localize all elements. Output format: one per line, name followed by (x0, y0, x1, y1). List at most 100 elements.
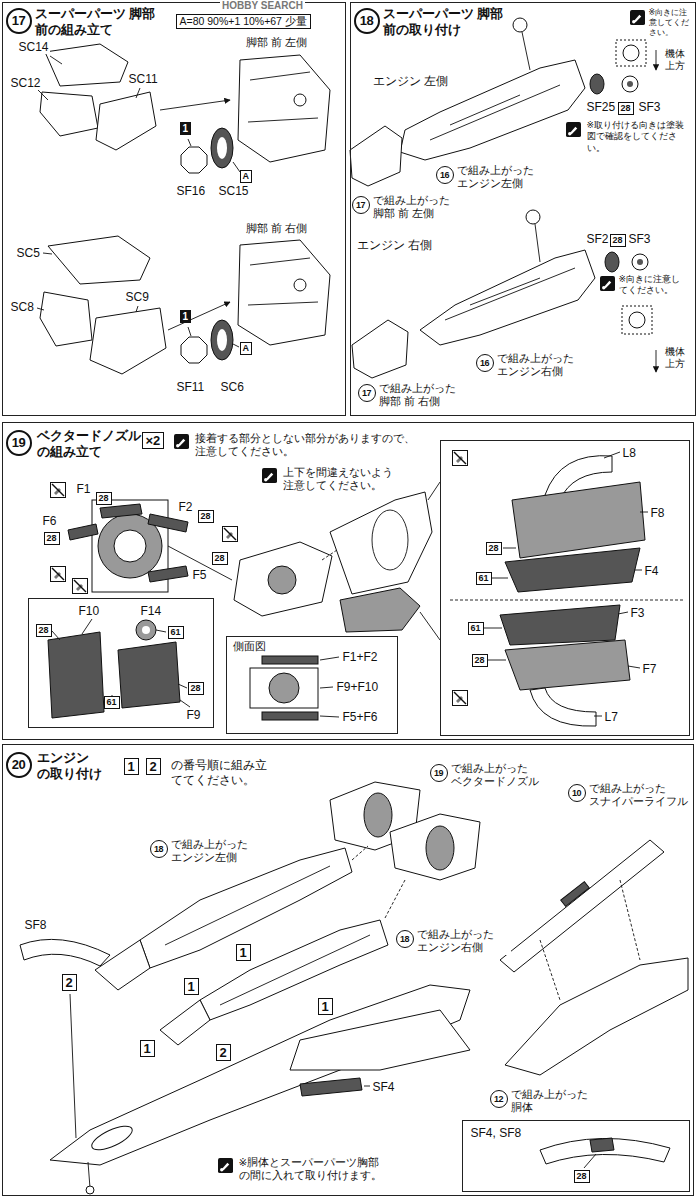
leg-front-left-parts (238, 55, 330, 162)
vectored-nozzle-parts (250, 668, 318, 708)
vectored-nozzle-parts (136, 620, 156, 640)
engine-mounting (352, 846, 405, 918)
leg-front-left-parts (96, 92, 156, 150)
note-text: 脚部 前 左側 (245, 36, 340, 50)
engine-right-assembly (352, 320, 408, 378)
engine-right-assembly (526, 210, 540, 224)
leg-front-left-parts (160, 100, 230, 110)
vectored-nozzle-parts (223, 527, 238, 542)
part-label: SF25 (586, 100, 617, 114)
order-number: 1 (318, 998, 333, 1015)
color-number: 61 (168, 626, 184, 639)
color-number: A (240, 170, 253, 183)
engine-mounting (505, 958, 688, 1075)
part-label: F5+F6 (342, 710, 379, 724)
color-number: 28 (574, 1170, 590, 1183)
leg-front-right-parts (37, 236, 330, 374)
engine-mounting (200, 920, 388, 1020)
leg-front-left-parts (217, 137, 227, 159)
leg-front-left-parts (45, 44, 128, 86)
color-number: 28 (472, 654, 488, 667)
engine-mounting (584, 1154, 596, 1168)
step-reference: 17 (358, 384, 376, 402)
part-label: F7 (642, 662, 658, 676)
step-number: 19 (6, 430, 32, 456)
color-number: 28 (618, 102, 634, 115)
leg-front-right-parts (48, 236, 150, 284)
part-label: SC14 (18, 40, 50, 54)
watermark: HOBBY SEARCH (220, 0, 305, 12)
part-label: SF3 (638, 100, 662, 114)
vectored-nozzle-parts (268, 566, 296, 594)
engine-left-assembly (630, 10, 645, 25)
leg-front-right-parts (238, 240, 330, 345)
vectored-nozzle-parts (505, 640, 630, 690)
leg-front-right-parts (90, 308, 166, 374)
engine-mounting (300, 1078, 362, 1096)
part-label: SC5 (16, 246, 41, 260)
note-text: で組み上がった ベクタードノズル (450, 762, 562, 790)
vectored-nozzle-parts (500, 605, 620, 645)
leg-front-right-parts (181, 337, 207, 363)
vectored-nozzle-parts (505, 548, 640, 592)
order-number: 1 (124, 758, 139, 775)
vectored-nozzle-parts (453, 691, 468, 706)
engine-mounting (165, 866, 330, 945)
vectored-nozzle-parts (372, 510, 408, 570)
engine-left-assembly (522, 32, 530, 70)
order-number: 2 (62, 974, 77, 991)
leg-front-left-parts (211, 128, 233, 168)
part-label: SC9 (125, 290, 150, 304)
engine-left-assembly (622, 76, 638, 92)
engine-mounting (590, 1138, 614, 1152)
leg-front-right-parts (248, 258, 318, 305)
leg-front-right-parts (40, 292, 92, 346)
engine-mounting (160, 1000, 210, 1045)
step-reference: 16 (476, 354, 494, 372)
step-reference: 10 (568, 784, 586, 802)
leg-front-left-parts (294, 94, 306, 106)
color-number: 28 (610, 234, 626, 247)
leg-front-right-parts (188, 327, 239, 347)
vectored-nozzle-parts (148, 514, 188, 532)
leg-front-left-parts (248, 72, 318, 122)
note-text: 上下を間違えないよう注意してください。 (282, 466, 400, 493)
order-number: ×2 (142, 432, 165, 449)
step-reference: 17 (352, 196, 370, 214)
engine-left-assembly (590, 74, 604, 94)
part-label: L8 (622, 446, 637, 460)
note-text: エンジン 右側 (356, 238, 466, 253)
step-number: 17 (6, 8, 32, 34)
part-label: F3 (630, 606, 646, 620)
step-panel: 17スーパーパーツ 脚部 前の組み立てA=80 90%+1 10%+67 少量S… (2, 2, 346, 416)
engine-mounting (50, 985, 470, 1165)
note-text: 機体 上方 (664, 48, 692, 73)
engine-mounting (561, 882, 590, 907)
part-label: SC11 (128, 72, 159, 86)
part-label: SF2 (586, 232, 610, 246)
part-label: SF4, SF8 (470, 1126, 523, 1140)
engine-mounting (500, 840, 664, 972)
order-number: 1 (236, 944, 251, 961)
note-text: 機体 上方 (664, 346, 692, 371)
engine-mounting (86, 1186, 94, 1194)
engine-right-assembly (600, 276, 615, 291)
part-label: F5 (192, 568, 208, 582)
part-label: F9 (186, 708, 202, 722)
note-text: 脚部 前 右側 (245, 222, 340, 236)
engine-mounting (89, 1121, 136, 1154)
vectored-nozzle-parts (269, 673, 299, 703)
color-number: 28 (44, 532, 60, 545)
note-text: で組み上がった エンジン右側 (496, 352, 591, 380)
part-label: SF3 (628, 232, 652, 246)
engine-left-assembly (350, 126, 402, 186)
vectored-nozzle-parts (453, 451, 468, 466)
part-label: F10 (78, 604, 101, 618)
vectored-nozzle-parts (114, 530, 146, 562)
step-reference: 16 (436, 166, 454, 184)
note-text: 側面図 (232, 640, 292, 654)
part-label: SF16 (176, 184, 207, 198)
engine-left-assembly (656, 50, 657, 70)
leg-front-right-parts (217, 329, 227, 351)
